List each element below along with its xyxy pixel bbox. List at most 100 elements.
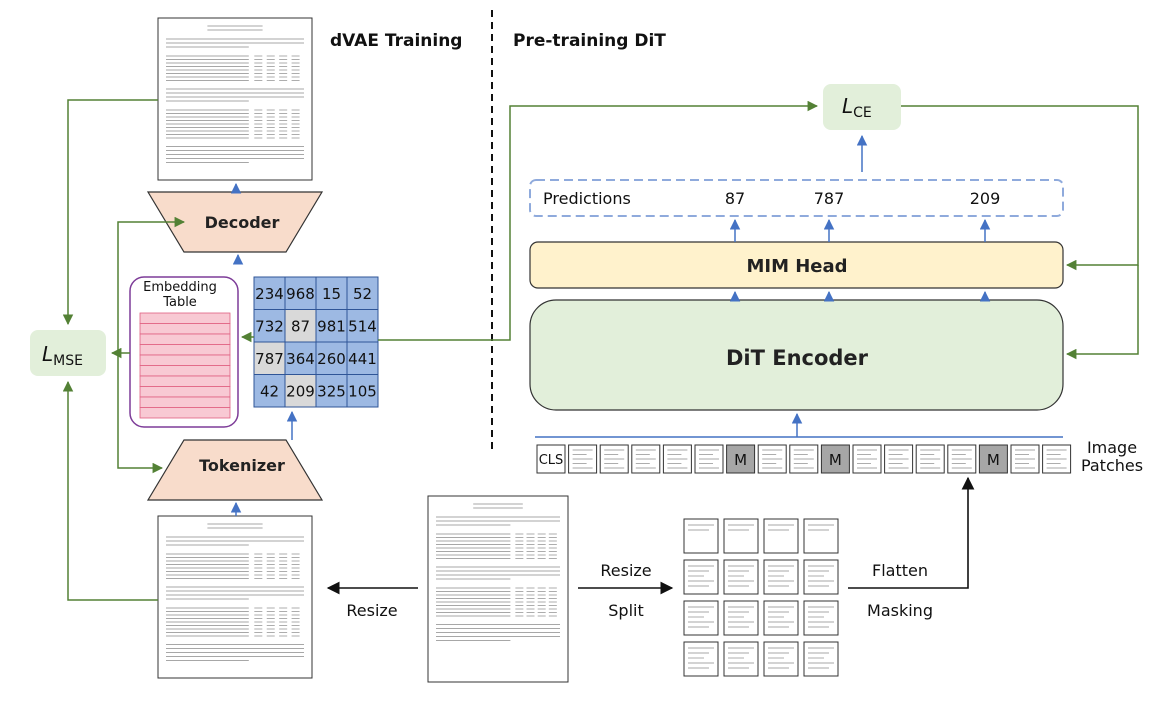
split-patch bbox=[683, 641, 719, 677]
tokenizer-block: Tokenizer bbox=[146, 439, 324, 501]
masked-patch bbox=[726, 444, 756, 474]
prediction-value-1: 87 bbox=[725, 189, 745, 208]
split-patch bbox=[803, 559, 839, 595]
predictions-box: Predictions 87 787 209 bbox=[529, 179, 1064, 217]
split-patch bbox=[763, 559, 799, 595]
token-id: 968 bbox=[286, 285, 315, 303]
token-id: 514 bbox=[348, 317, 377, 335]
resize-split-label-2: Split bbox=[608, 601, 643, 620]
prediction-value-3: 209 bbox=[970, 189, 1001, 208]
token-cell bbox=[253, 309, 286, 343]
token-cell bbox=[315, 341, 348, 375]
embedding-row bbox=[139, 375, 231, 387]
mask-token-label: M bbox=[734, 451, 747, 469]
mse-loss-box: LMSE bbox=[30, 330, 106, 376]
mim-head-label: MIM Head bbox=[746, 256, 847, 277]
token-id: 325 bbox=[317, 382, 346, 400]
mask-token-label: M bbox=[829, 451, 842, 469]
split-patch bbox=[723, 641, 759, 677]
masked-patch bbox=[820, 444, 850, 474]
split-patch bbox=[803, 641, 839, 677]
ce-to-encoder-arrow bbox=[1065, 265, 1139, 360]
split-patch bbox=[803, 518, 839, 554]
embedding-row bbox=[139, 407, 231, 419]
source-document-image bbox=[427, 495, 569, 683]
ce-loss-box: LCE bbox=[823, 84, 901, 130]
head-to-prediction-arrows bbox=[729, 218, 991, 242]
split-patch bbox=[803, 600, 839, 636]
flatten-label-1: Flatten bbox=[872, 561, 928, 580]
split-patch bbox=[683, 600, 719, 636]
token-id: 981 bbox=[317, 317, 346, 335]
embedding-row bbox=[139, 323, 231, 335]
token-id: 209 bbox=[286, 382, 315, 400]
pretrain-dit-title: Pre-training DiT bbox=[513, 31, 666, 51]
token-id: 441 bbox=[348, 350, 377, 368]
token-cell bbox=[253, 276, 286, 310]
token-id: 87 bbox=[291, 317, 310, 335]
token-id: 364 bbox=[286, 350, 315, 368]
token-id: 52 bbox=[353, 285, 372, 303]
ce-to-head-arrow bbox=[901, 105, 1139, 271]
embedding-row bbox=[139, 333, 231, 345]
token-cell bbox=[315, 309, 348, 343]
split-patch bbox=[763, 641, 799, 677]
embedding-row bbox=[139, 312, 231, 324]
embedding-row bbox=[139, 396, 231, 408]
predictions-label: Predictions bbox=[543, 189, 631, 208]
mse-loss-label: LMSE bbox=[42, 342, 83, 369]
resize-split-label-1: Resize bbox=[600, 561, 651, 580]
token-cell bbox=[284, 276, 317, 310]
tokenizer-label: Tokenizer bbox=[199, 456, 285, 475]
mask-token-label: M bbox=[987, 451, 1000, 469]
flatten-label-2: Masking bbox=[867, 601, 933, 620]
tokens-to-ce-arrow bbox=[378, 100, 819, 341]
token-id: 732 bbox=[255, 317, 284, 335]
decoder-block: Decoder bbox=[146, 191, 324, 253]
input-to-mse-arrow bbox=[62, 380, 158, 601]
split-patch bbox=[763, 518, 799, 554]
embedding-row bbox=[139, 365, 231, 377]
dit-encoder-label: DiT Encoder bbox=[726, 346, 869, 370]
split-patch-grid bbox=[683, 518, 839, 677]
embedding-row bbox=[139, 354, 231, 366]
token-id: 260 bbox=[317, 350, 346, 368]
token-cell bbox=[346, 374, 379, 408]
decoder-label: Decoder bbox=[205, 213, 280, 232]
token-id: 15 bbox=[322, 285, 341, 303]
dit-encoder-block: DiT Encoder bbox=[529, 299, 1064, 411]
mim-head-block: MIM Head bbox=[529, 241, 1064, 289]
input-document-image bbox=[157, 515, 313, 679]
resize-label: Resize bbox=[346, 601, 397, 620]
token-id: 234 bbox=[255, 285, 284, 303]
reconstructed-document-image bbox=[157, 17, 313, 181]
to-decoder-arrow bbox=[117, 216, 186, 353]
encoder-to-head-arrows bbox=[729, 290, 991, 302]
token-cell bbox=[284, 341, 317, 375]
masked-patch bbox=[978, 444, 1008, 474]
token-cell bbox=[284, 374, 317, 408]
split-patch bbox=[723, 518, 759, 554]
ce-loss-label: LCE bbox=[842, 94, 872, 121]
token-id: 787 bbox=[255, 350, 284, 368]
token-id: 42 bbox=[260, 382, 279, 400]
token-cell bbox=[315, 374, 348, 408]
cls-token bbox=[536, 444, 566, 474]
embedding-row bbox=[139, 386, 231, 398]
split-patch bbox=[683, 559, 719, 595]
split-patch bbox=[683, 518, 719, 554]
to-tokenizer-arrow bbox=[117, 353, 164, 474]
token-cell bbox=[346, 341, 379, 375]
flatten-masking-arrow bbox=[848, 476, 975, 589]
token-cell bbox=[253, 341, 286, 375]
split-patch bbox=[763, 600, 799, 636]
split-patch bbox=[723, 559, 759, 595]
output-to-mse-arrow bbox=[62, 99, 158, 326]
